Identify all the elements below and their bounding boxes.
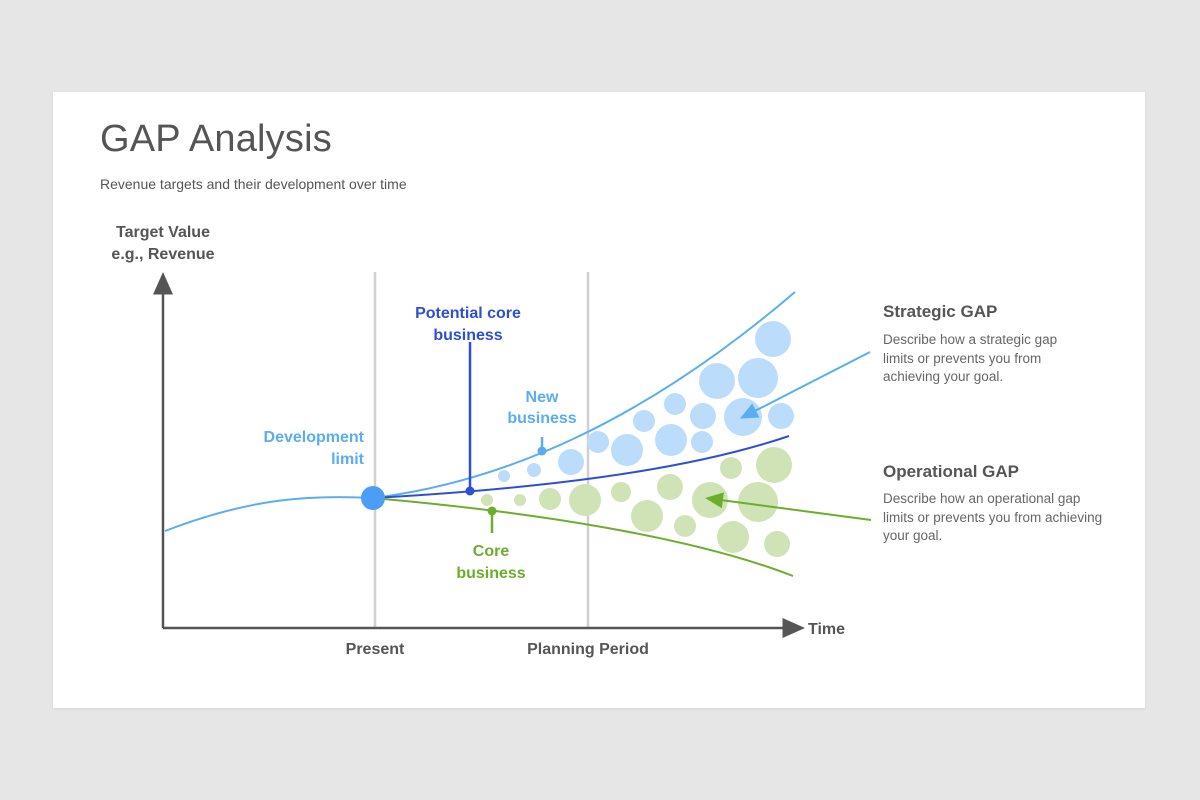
planning-period-label: Planning Period <box>527 641 649 658</box>
page-title: GAP Analysis <box>100 118 332 160</box>
development-limit-label-line1: Development <box>264 429 365 446</box>
strategic-gap-arrow <box>739 351 871 419</box>
potential-core-label-line2: business <box>433 327 502 344</box>
core-business-curve <box>372 497 794 577</box>
core-business-bubbles <box>481 447 792 557</box>
new-business-label-line2: business <box>507 410 576 427</box>
strategic-gap-description: Describe how a strategic gap limits or p… <box>883 332 1058 384</box>
gap-diagram: Target Value e.g., Revenue Time Present … <box>111 224 872 658</box>
core-business-label-line1: Core <box>473 543 510 560</box>
potential-core-label-line1: Potential core <box>415 305 521 322</box>
new-business-bubbles <box>498 321 794 482</box>
operational-gap-description: Describe how an operational gap limits o… <box>883 491 1103 543</box>
present-label: Present <box>346 641 405 658</box>
development-limit-label-line2: limit <box>331 451 365 468</box>
x-axis-label: Time <box>808 621 845 638</box>
development-curve <box>164 496 374 532</box>
potential-core-dot <box>465 486 475 496</box>
core-business-label-line2: business <box>456 565 525 582</box>
slide: GAP Analysis Revenue targets and their d… <box>53 92 1145 708</box>
page-subtitle: Revenue targets and their development ov… <box>100 176 407 192</box>
operational-gap-title: Operational GAP <box>883 462 1020 481</box>
potential-core-curve <box>372 435 790 499</box>
present-point <box>361 486 385 510</box>
strategic-upper-curve <box>372 291 796 499</box>
operational-gap-arrow <box>705 492 872 521</box>
y-axis-label-line2: e.g., Revenue <box>111 246 214 263</box>
y-axis-label-line1: Target Value <box>116 224 210 241</box>
new-business-dot <box>537 446 547 456</box>
new-business-label-line1: New <box>526 389 559 406</box>
strategic-gap-title: Strategic GAP <box>883 302 998 321</box>
core-business-dot <box>487 506 497 516</box>
